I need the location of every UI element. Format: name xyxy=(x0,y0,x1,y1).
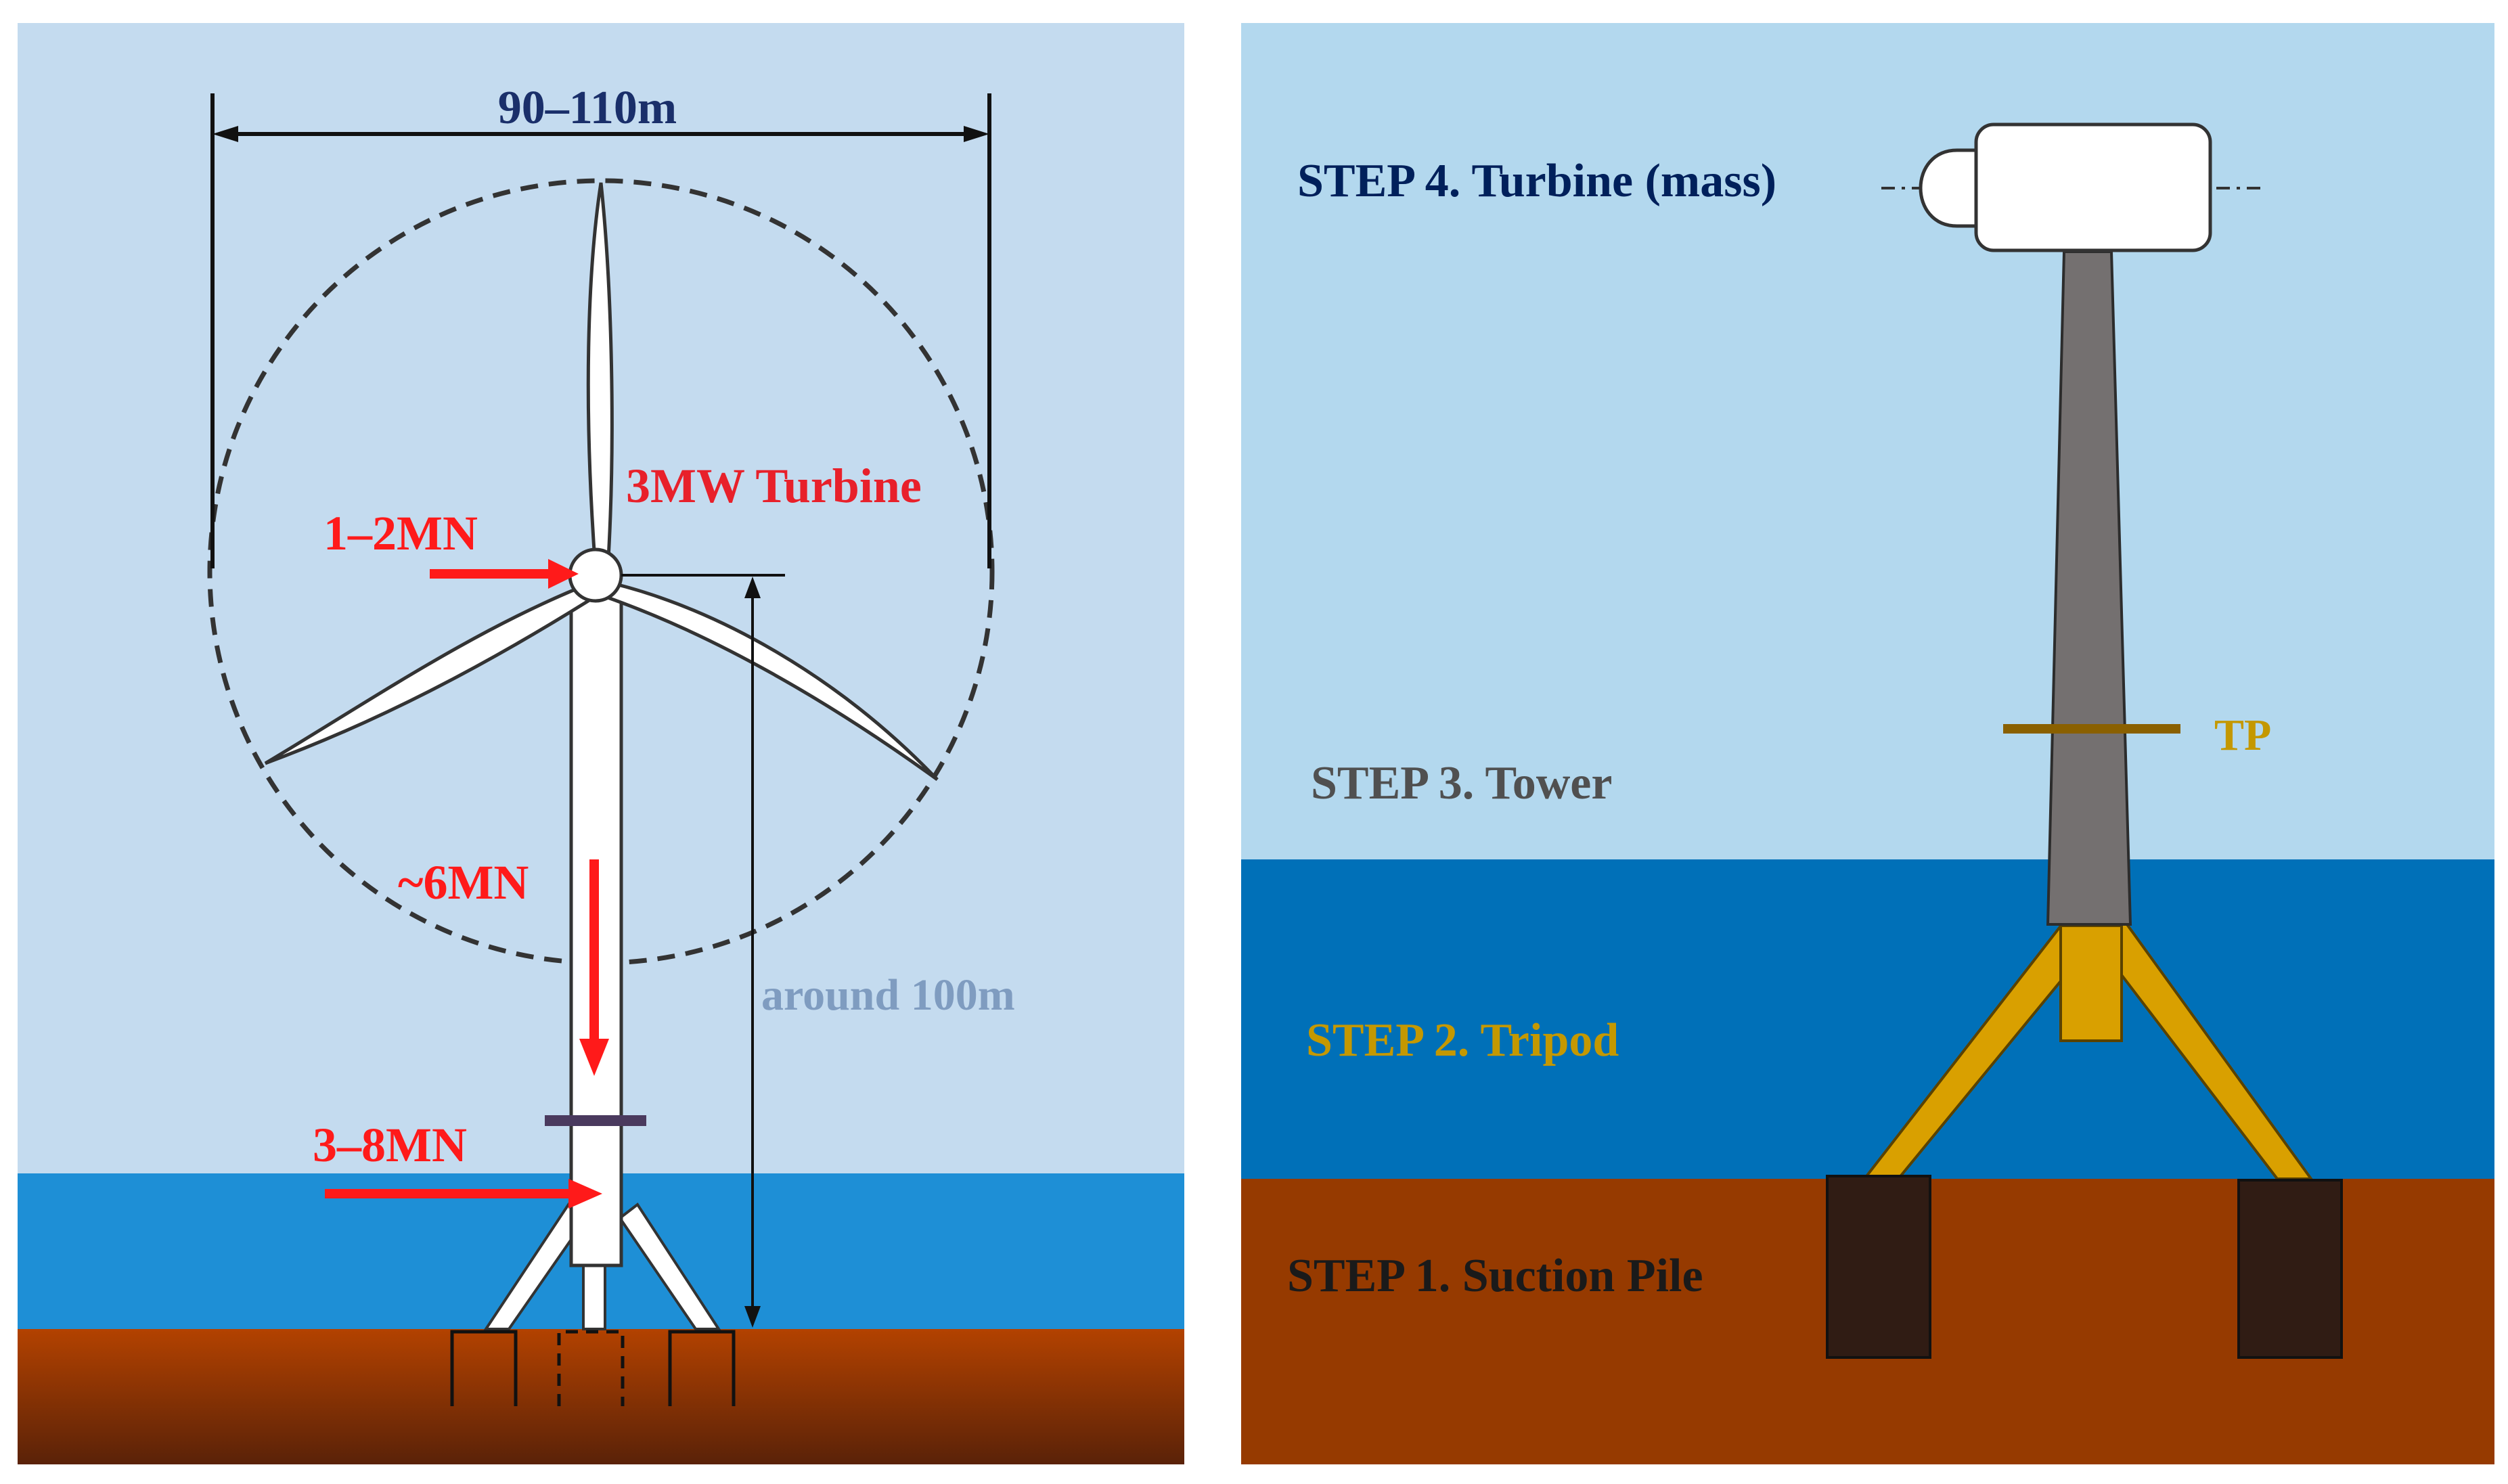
step3-label: STEP 3. Tower xyxy=(1311,757,1612,809)
step2-label: STEP 2. Tripod xyxy=(1306,1014,1619,1066)
left-panel: 90–110m around 100m xyxy=(18,23,1184,1464)
right-sea xyxy=(1241,859,2494,1179)
wave-load-arrow xyxy=(325,1179,602,1209)
height-label: around 100m xyxy=(761,970,1015,1020)
height-dimension xyxy=(744,577,761,1328)
spinner xyxy=(1919,148,1978,228)
left-piles xyxy=(450,1330,736,1406)
step1-label: STEP 1. Suction Pile xyxy=(1287,1250,1703,1302)
tp-label: TP xyxy=(2214,711,2271,760)
wave-load-label: 3–8MN xyxy=(313,1118,467,1172)
vertical-load-arrow xyxy=(579,859,609,1076)
left-blades xyxy=(264,182,939,782)
hub-load-arrow xyxy=(430,559,579,589)
step4-label: STEP 4. Turbine (mass) xyxy=(1297,155,1776,207)
right-panel: TP STEP 4. Turbine (mass) STEP 3. Tower … xyxy=(1241,23,2494,1464)
rotor-diameter-dimension xyxy=(210,93,991,568)
rotor-diameter-label: 90–110m xyxy=(498,82,677,134)
left-tripod xyxy=(483,1202,721,1330)
left-hub xyxy=(568,547,623,603)
left-seabed xyxy=(18,1329,1184,1464)
suction-pile-right xyxy=(2237,1179,2343,1359)
right-sky xyxy=(1241,23,2494,859)
right-transition-piece xyxy=(2003,724,2180,734)
vertical-load-label: ~6MN xyxy=(398,855,529,909)
left-transition-piece xyxy=(545,1115,646,1126)
suction-pile-left xyxy=(1826,1175,1931,1359)
hub-load-label: 1–2MN xyxy=(323,506,478,560)
turbine-label: 3MW Turbine xyxy=(626,459,922,513)
nacelle xyxy=(1974,122,2212,252)
